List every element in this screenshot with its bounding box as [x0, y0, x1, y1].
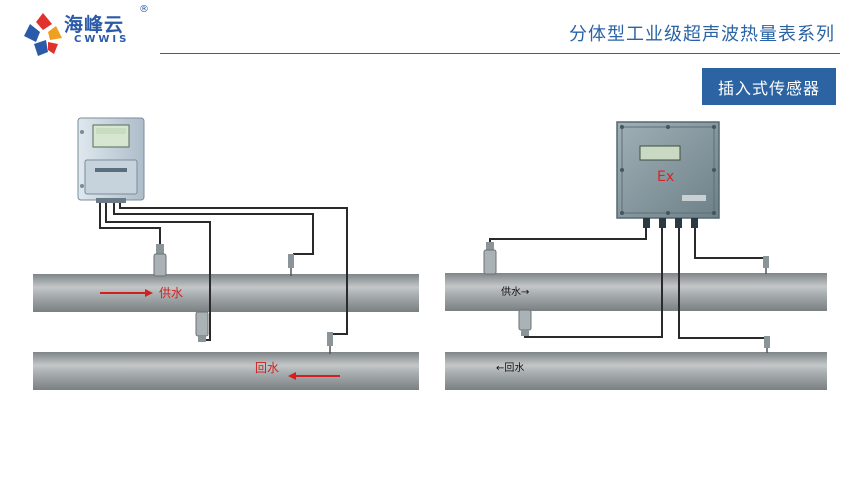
left-supply-flow-arrow — [100, 289, 153, 297]
left-system: 供水 回水 — [33, 117, 419, 390]
left-supply-sensor — [153, 244, 167, 277]
left-return-sensor — [195, 311, 209, 342]
logo-mark-icon — [24, 13, 62, 56]
right-system: Ex 供水→ ←回水 — [445, 121, 827, 390]
right-device-ex-marking: Ex — [657, 169, 674, 185]
left-return-label: 回水 — [255, 361, 279, 375]
left-supply-label: 供水 — [159, 286, 183, 300]
brand-name-cn: 海峰云 — [64, 14, 125, 36]
right-supply-label: 供水→ — [501, 285, 529, 298]
right-temp-sensor-return — [764, 336, 770, 353]
brand-logo — [18, 10, 168, 60]
sensor-type-badge: 插入式传感器 — [702, 68, 836, 105]
right-return-sensor — [518, 309, 532, 336]
left-temp-sensor-supply — [288, 254, 294, 276]
left-temp-sensor-return — [327, 332, 333, 354]
right-return-pipe — [445, 352, 827, 390]
left-cables — [99, 203, 348, 341]
right-supply-sensor — [483, 242, 497, 275]
header-divider — [160, 53, 840, 54]
right-temp-sensor-supply — [763, 256, 769, 274]
left-return-flow-arrow — [288, 372, 340, 380]
brand-registered-mark: ® — [139, 4, 149, 15]
left-return-pipe — [33, 352, 419, 390]
left-meter-unit — [77, 117, 145, 203]
left-supply-pipe — [33, 274, 419, 312]
right-return-label: ←回水 — [496, 362, 524, 374]
page-title: 分体型工业级超声波热量表系列 — [569, 24, 835, 45]
right-supply-pipe — [445, 273, 827, 311]
brand-name-en: CWWIS — [74, 34, 130, 45]
right-meter-unit — [616, 121, 720, 228]
